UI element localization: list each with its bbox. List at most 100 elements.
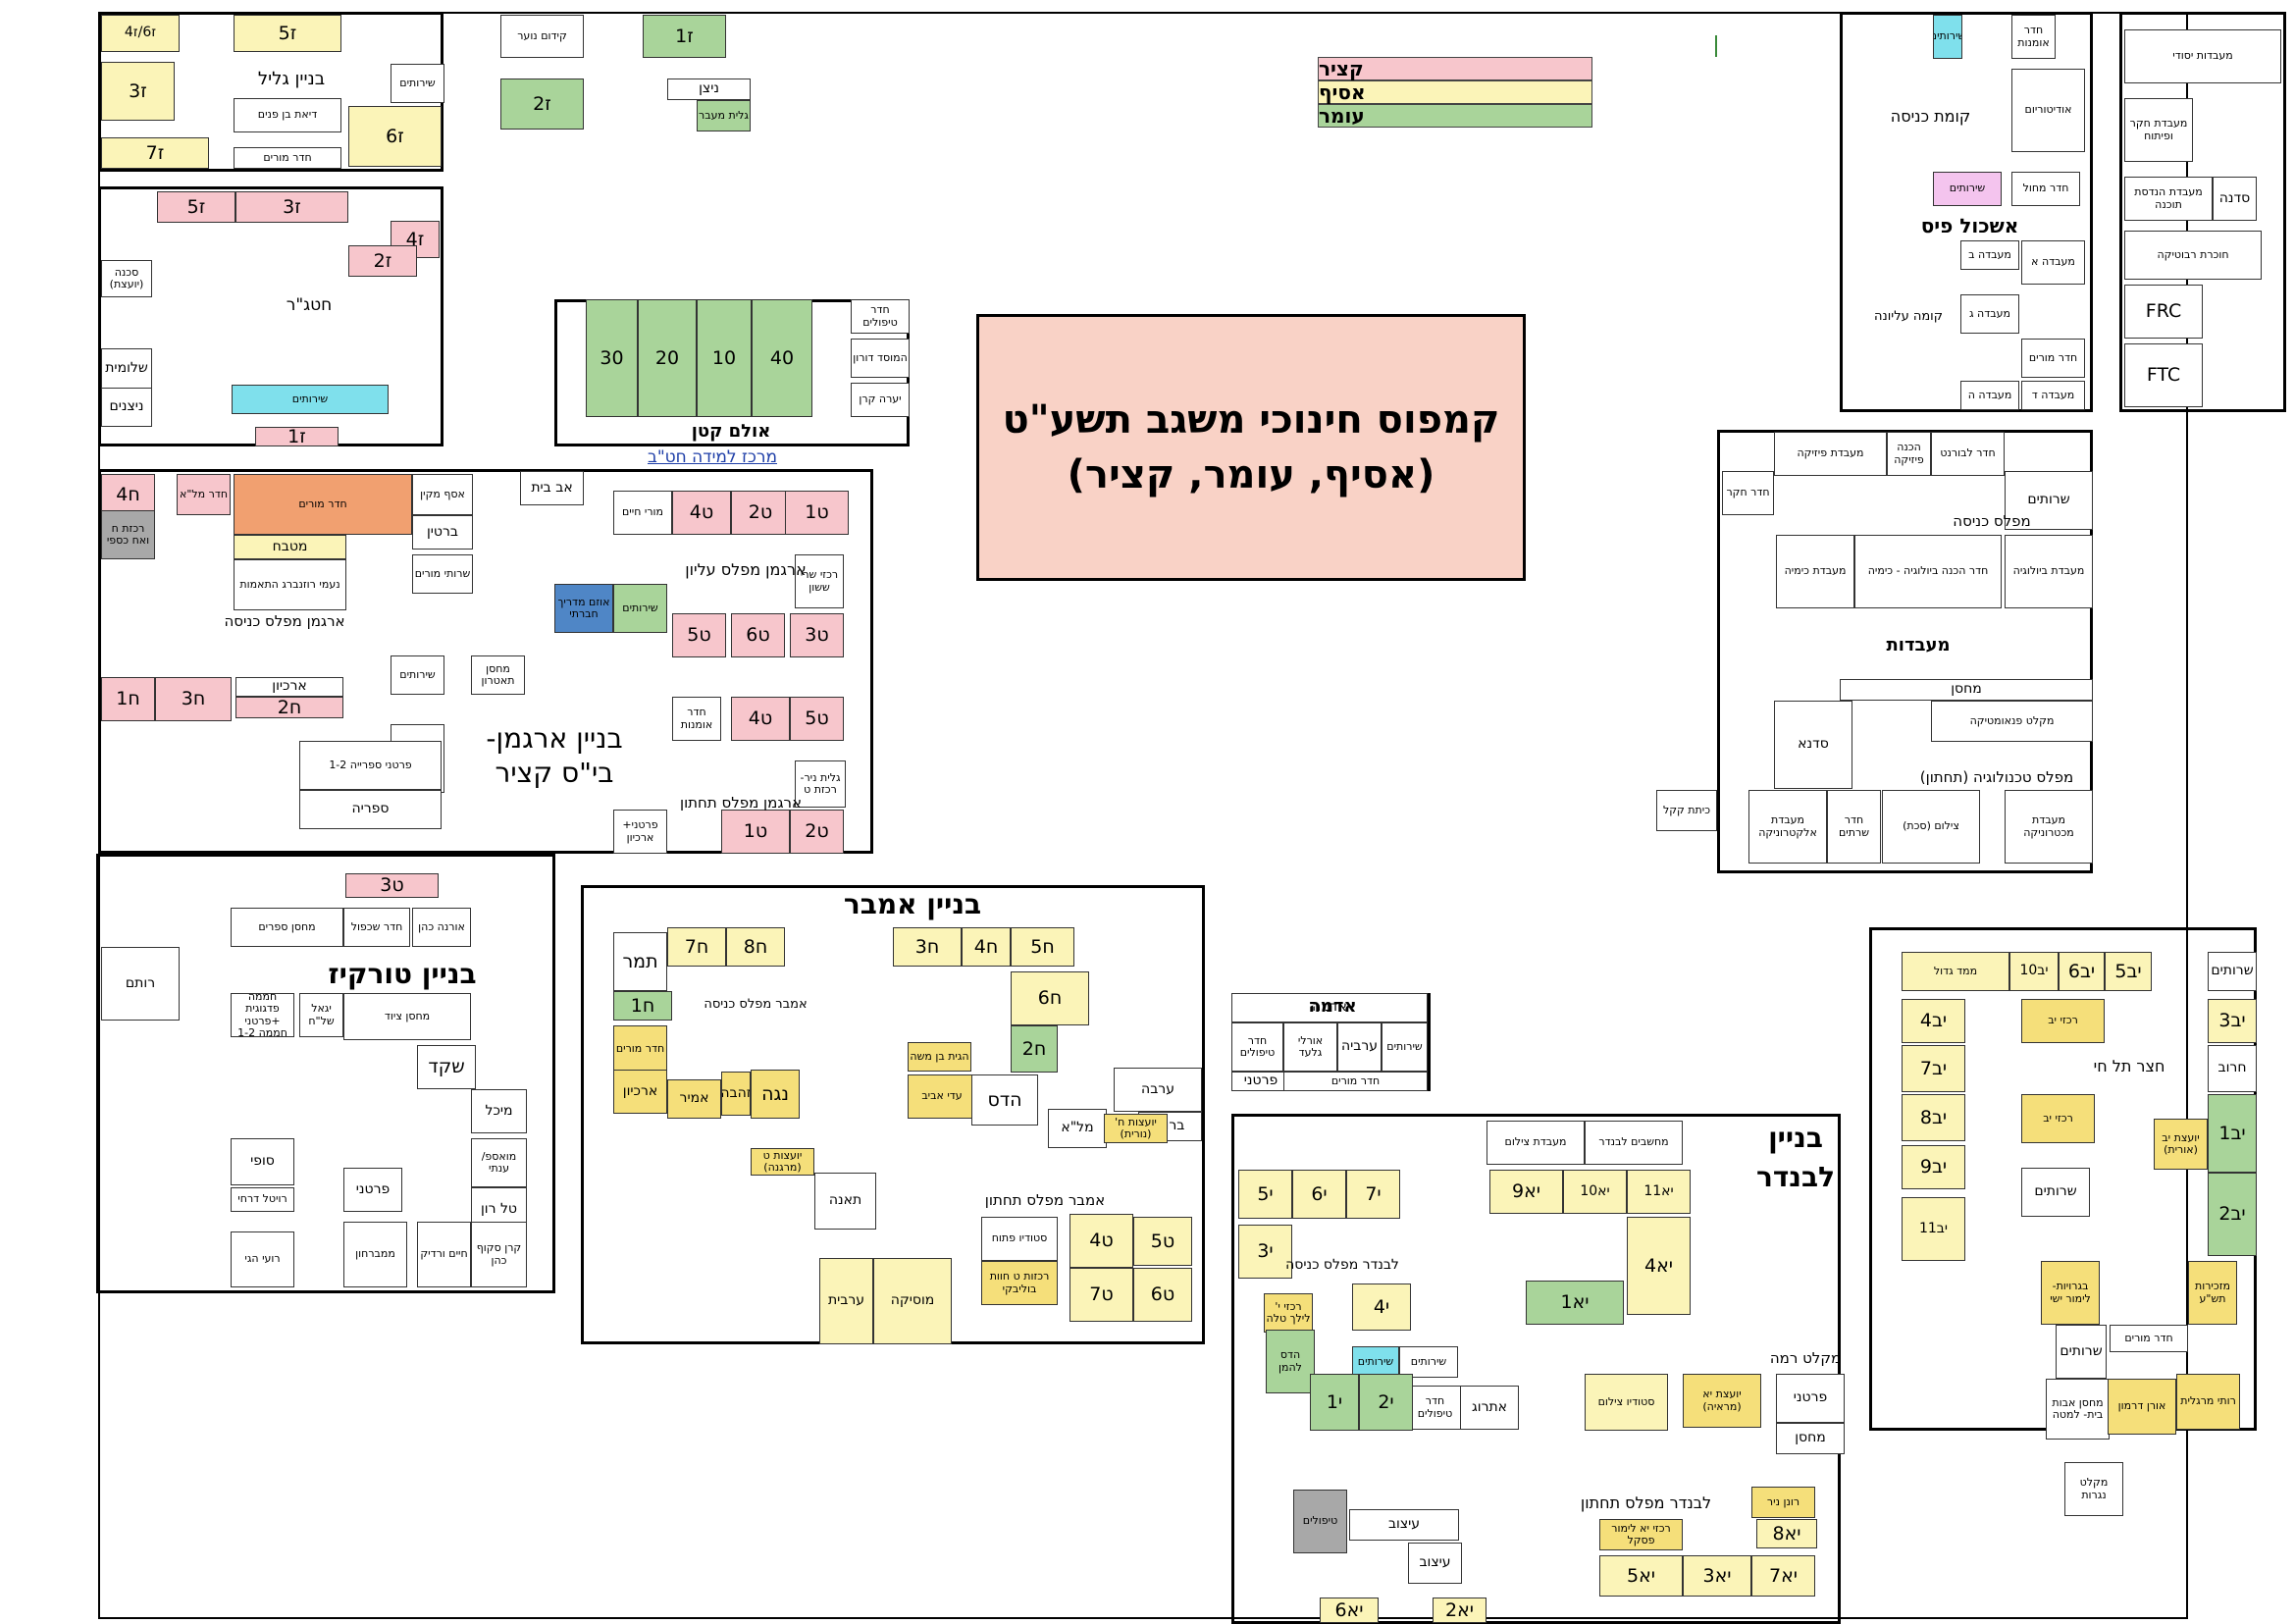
room[interactable]: ט1 <box>721 810 790 854</box>
room[interactable]: חוכרת רבוטיקה <box>2124 231 2262 280</box>
room[interactable]: ח3 <box>893 927 962 967</box>
room[interactable]: ח1 <box>613 991 672 1021</box>
room[interactable]: רכזי יא לימור פסקל <box>1599 1519 1683 1550</box>
room[interactable]: רכזי שרי ששון <box>795 554 844 608</box>
room[interactable]: 20 <box>638 299 697 417</box>
room[interactable]: נגה <box>751 1070 800 1119</box>
room[interactable]: רותי מרגלית <box>2176 1374 2240 1430</box>
room[interactable]: יא1 <box>1526 1281 1624 1325</box>
room[interactable]: מחסן תאטרון <box>471 655 525 695</box>
room[interactable]: מעבדת חקר ופיתוח <box>2124 98 2193 162</box>
room[interactable]: סטודיו צילום <box>1585 1374 1668 1431</box>
room[interactable]: יב8 <box>1902 1094 1965 1141</box>
room[interactable]: דיאת בן פנים <box>234 98 341 132</box>
room[interactable]: חדר שכפול <box>343 908 410 947</box>
room[interactable]: מעבדה ה <box>1960 381 2019 410</box>
room[interactable]: י1 <box>1310 1374 1359 1431</box>
room[interactable]: שירותים <box>1933 172 2002 206</box>
room[interactable]: ט6 <box>1133 1268 1192 1322</box>
room[interactable]: שירותים <box>1933 15 1962 59</box>
room[interactable]: ברטין <box>412 515 473 550</box>
room[interactable]: ח3 <box>155 677 232 721</box>
room[interactable]: שקד <box>417 1045 476 1089</box>
room[interactable]: ז2 <box>500 79 584 130</box>
room[interactable]: מעבדת ביולוגיה <box>2005 535 2093 608</box>
room[interactable]: י6 <box>1292 1170 1346 1219</box>
room[interactable]: שרותים <box>2005 471 2093 530</box>
room[interactable]: שירותים <box>391 655 444 695</box>
room[interactable]: פרטני ספרייה 1-2 <box>299 741 442 790</box>
room[interactable]: יב3 <box>2208 999 2257 1043</box>
room[interactable]: ז2 <box>348 245 417 277</box>
room[interactable]: ח4 <box>962 927 1011 967</box>
room[interactable]: ז3 <box>101 62 175 121</box>
room[interactable]: מחסן ציוד <box>343 993 471 1040</box>
room[interactable]: אורלי גלעד <box>1283 1022 1337 1072</box>
room[interactable]: מטבח <box>234 535 346 559</box>
room[interactable]: גלית מעבר <box>697 100 751 131</box>
room[interactable]: ח1 <box>101 677 155 721</box>
room[interactable]: תמר <box>613 932 667 991</box>
room[interactable]: מקלט נגרות <box>2064 1462 2123 1516</box>
room[interactable]: ט2 <box>790 810 844 854</box>
room[interactable]: ט4 <box>1069 1214 1133 1268</box>
room[interactable]: חדר טיפולים <box>1231 1022 1283 1072</box>
room[interactable]: שירותים <box>391 64 444 103</box>
room[interactable]: פרטני <box>343 1168 402 1212</box>
room[interactable]: ט7 <box>1069 1268 1133 1322</box>
room[interactable]: יא6 <box>1320 1598 1379 1623</box>
room[interactable]: חדר מורים <box>613 1025 667 1073</box>
room[interactable]: FTC <box>2124 343 2203 407</box>
room[interactable]: יב6 <box>2059 952 2105 991</box>
room[interactable]: רכזי יב <box>2021 999 2105 1043</box>
room[interactable]: ספריה <box>299 790 442 829</box>
room[interactable]: ניצן <box>667 79 751 100</box>
room[interactable]: עיצוב <box>1408 1543 1462 1584</box>
room[interactable]: עדי אביב <box>908 1074 976 1119</box>
room[interactable]: ט4 <box>731 697 790 741</box>
room[interactable]: מעבדות יסודי <box>2124 29 2281 83</box>
room[interactable]: ארכיון <box>613 1070 667 1114</box>
room[interactable]: ח5 <box>1011 927 1074 967</box>
room[interactable]: מעבדת אלקטרוניקה <box>1748 790 1827 864</box>
room[interactable]: מעבדת פיזיקה <box>1774 432 1887 476</box>
room[interactable]: 40 <box>752 299 812 417</box>
room[interactable]: רונן ניר <box>1751 1487 1815 1518</box>
room[interactable]: המוסד דורון <box>851 339 910 378</box>
room[interactable]: י5 <box>1238 1170 1292 1219</box>
room[interactable]: ח2 <box>235 697 343 718</box>
room[interactable]: מעבדת מכטרוניקה <box>2005 790 2093 864</box>
room[interactable]: רכזות ט חוות בוליבקי <box>981 1261 1058 1305</box>
room[interactable]: חדר הכנה ביולוגיה - כימיה <box>1854 535 2002 608</box>
room[interactable]: חרוב <box>2208 1045 2257 1092</box>
room[interactable]: מעבדת כימיה <box>1776 535 1854 608</box>
room[interactable]: רועי הגי <box>231 1231 294 1287</box>
room[interactable]: זהבה <box>721 1072 751 1116</box>
room[interactable]: חדר מורים <box>2110 1325 2188 1352</box>
room[interactable]: שירותים <box>1399 1346 1458 1378</box>
room[interactable]: ט4 <box>672 491 731 535</box>
room[interactable]: קרן סקוף כהן <box>471 1222 527 1287</box>
room[interactable]: אב בית <box>520 471 584 505</box>
room[interactable]: שירותים <box>1352 1346 1399 1378</box>
room[interactable]: רכזי יב <box>2021 1094 2095 1143</box>
room[interactable]: מעבדה ג <box>1960 294 2019 334</box>
room[interactable]: יועצת יב (אורית) <box>2154 1119 2208 1170</box>
room[interactable]: י2 <box>1359 1374 1413 1431</box>
room[interactable]: שירותים <box>1382 1022 1428 1072</box>
room[interactable]: יא2 <box>1433 1598 1487 1623</box>
room[interactable]: שרותים <box>2021 1168 2090 1217</box>
room[interactable]: מחסן <box>1776 1423 1845 1454</box>
room[interactable]: הכנה פיזיקה <box>1887 432 1931 476</box>
room[interactable]: הדס <box>971 1074 1038 1126</box>
room[interactable]: חממה פדגוגית +פרטני חממה 1-2 <box>231 993 294 1037</box>
room[interactable]: יב11 <box>1902 1197 1965 1261</box>
room[interactable]: יב2 <box>2208 1173 2257 1256</box>
room[interactable]: חדר מחול <box>2011 172 2080 206</box>
room[interactable]: תאנה <box>814 1173 876 1230</box>
room[interactable]: ממד גדול <box>1902 952 2009 991</box>
room[interactable]: ט3 <box>790 613 844 657</box>
room[interactable]: אמיר <box>667 1079 721 1119</box>
room[interactable]: סכנה (יועצת) <box>101 260 152 297</box>
room[interactable]: ט2 <box>731 491 790 535</box>
